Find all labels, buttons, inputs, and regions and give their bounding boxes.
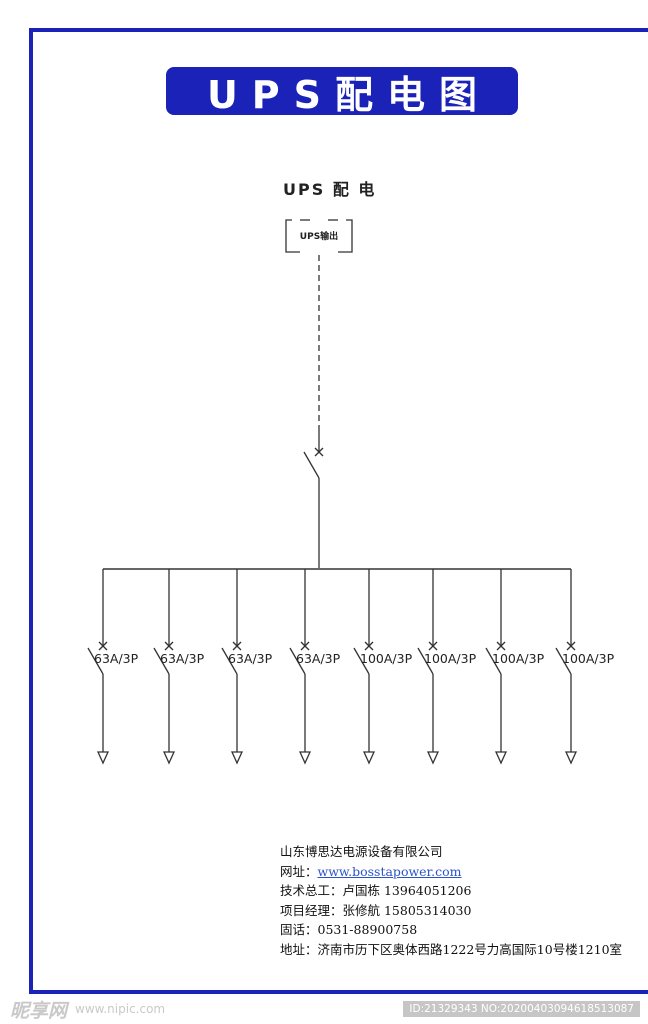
main-breaker: [303, 425, 324, 568]
tech-director: 技术总工：卢国栋 13964051206: [280, 883, 472, 898]
ups-output-box: [285, 219, 353, 253]
branch-breaker-5: [353, 569, 376, 765]
ups-output-label: UPS输出: [300, 230, 338, 242]
branch-breaker-2: [153, 569, 176, 765]
branch-breaker-1: [87, 569, 110, 765]
watermark-id: ID:21329343 NO:20200403094618513087: [403, 1001, 640, 1017]
title-banner: UPS配电图: [166, 67, 518, 117]
breaker-label-6: 100A/3P: [424, 651, 477, 666]
watermark-url: www.nipic.com: [75, 1002, 166, 1016]
breaker-label-5: 100A/3P: [360, 651, 413, 666]
address: 地址：济南市历下区奥体西路1222号力高国际10号楼1210室: [280, 941, 623, 957]
website-row: 网址：www.bosstapower.com: [280, 862, 640, 882]
branch-breaker-4: [289, 569, 312, 765]
breaker-label-4: 63A/3P: [296, 651, 341, 666]
branch-breaker-8: [555, 569, 578, 765]
diagram-heading: UPS 配 电: [283, 180, 377, 199]
breaker-label-1: 63A/3P: [94, 651, 139, 666]
page-frame: [29, 28, 648, 994]
breaker-label-7: 100A/3P: [492, 651, 545, 666]
watermark-bar: 昵享网 www.nipic.com ID:21329343 NO:2020040…: [0, 994, 648, 1024]
phone: 固话：0531-88900758: [280, 922, 418, 937]
breaker-label-2: 63A/3P: [160, 651, 205, 666]
branch-breaker-7: [485, 569, 508, 765]
company-name: 山东博思达电源设备有限公司: [280, 844, 443, 859]
page-title: UPS配电图: [206, 72, 492, 117]
company-info: 山东博思达电源设备有限公司 网址：www.bosstapower.com 技术总…: [280, 842, 640, 959]
breaker-label-3: 63A/3P: [228, 651, 273, 666]
website-label: 网址：: [280, 863, 318, 879]
branch-breaker-3: [221, 569, 244, 765]
website-link[interactable]: www.bosstapower.com: [317, 863, 462, 879]
breaker-label-8: 100A/3P: [562, 651, 615, 666]
watermark-logo: 昵享网: [10, 999, 68, 1022]
branch-breaker-6: [417, 569, 440, 765]
project-manager: 项目经理：张修航 15805314030: [280, 902, 472, 918]
branch-circuits: 63A/3P 63A/3P 63A/3P 63A/3P 100A/3P 100A/3P 10…: [87, 569, 615, 765]
